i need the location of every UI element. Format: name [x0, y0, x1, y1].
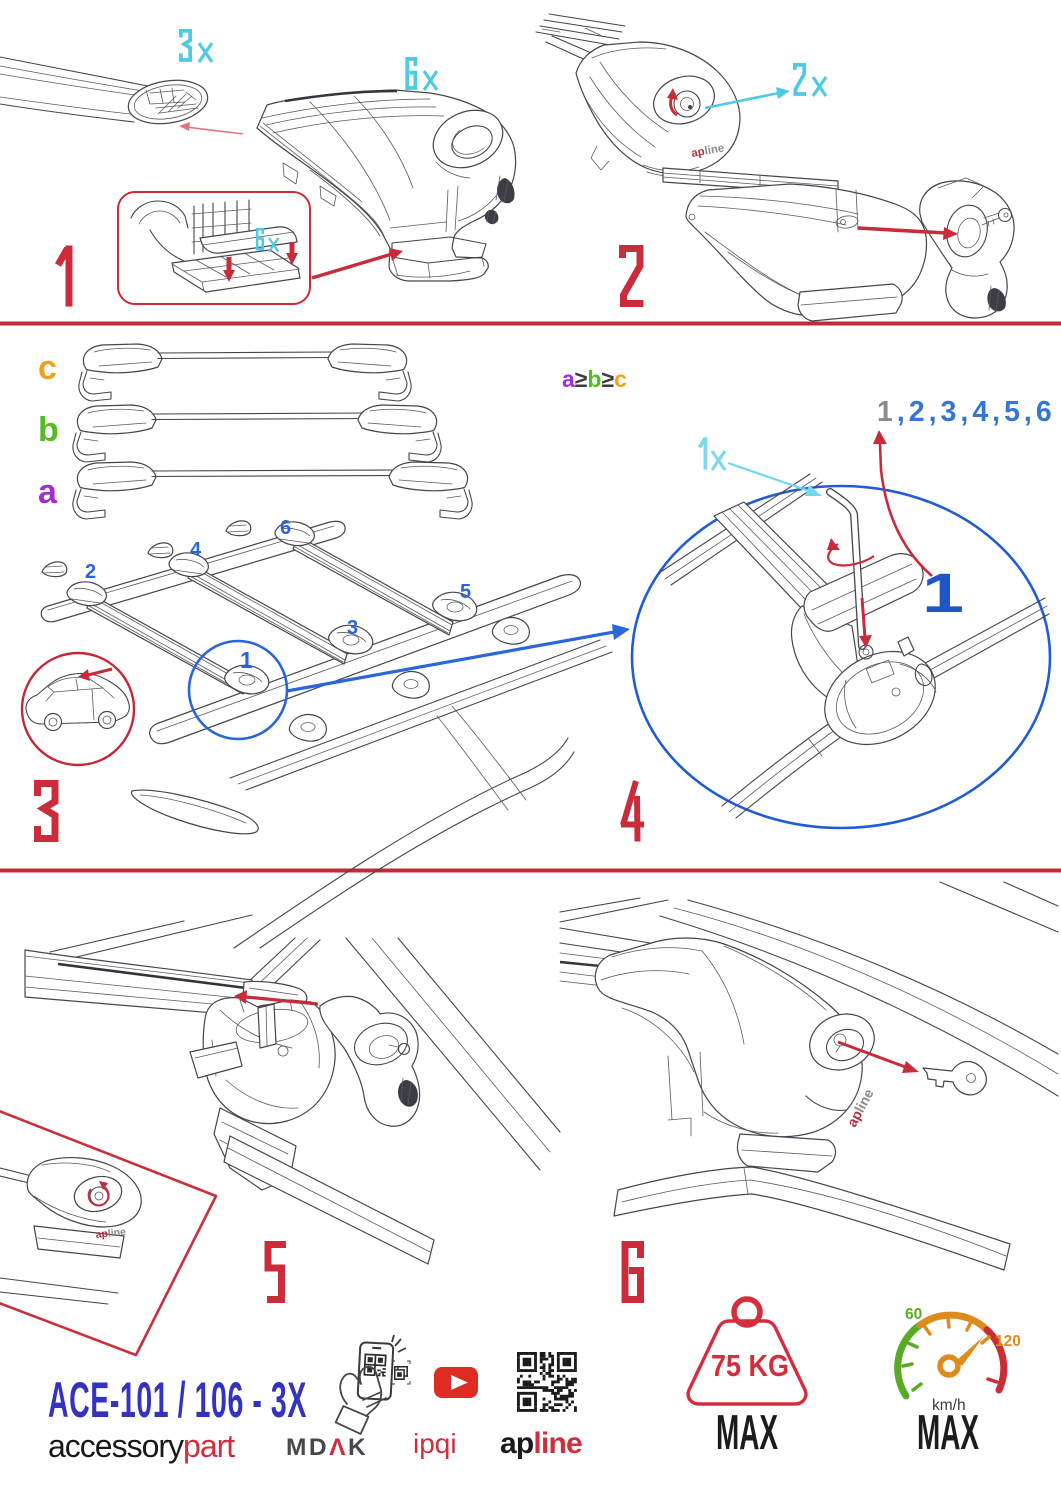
svg-text:1: 1 [240, 647, 253, 673]
svg-text:b: b [38, 411, 59, 449]
svg-text:a≥b≥c: a≥b≥c [562, 366, 627, 392]
svg-text:4: 4 [190, 539, 202, 561]
svg-text:MAX: MAX [917, 1406, 979, 1460]
svg-text:km/h: km/h [932, 1397, 966, 1414]
svg-text:ACE-101 / 106 - 3X: ACE-101 / 106 - 3X [48, 1372, 307, 1429]
svg-text:1,2,3,4,5,6: 1,2,3,4,5,6 [877, 396, 1056, 428]
svg-text:accessorypart: accessorypart [48, 1428, 235, 1464]
svg-text:a: a [38, 473, 58, 511]
svg-text:apline: apline [95, 1226, 127, 1241]
svg-text:120: 120 [995, 1333, 1021, 1350]
svg-text:60: 60 [905, 1306, 922, 1323]
svg-text:5: 5 [460, 581, 471, 603]
svg-text:1: 1 [922, 562, 964, 624]
svg-text:apline: apline [690, 142, 725, 160]
svg-text:ipqi: ipqi [413, 1428, 457, 1459]
svg-text:2: 2 [85, 561, 96, 583]
svg-text:MDΛK: MDΛK [286, 1434, 368, 1461]
svg-text:apline: apline [500, 1427, 582, 1460]
svg-text:3: 3 [347, 617, 358, 639]
svg-text:75 KG: 75 KG [711, 1349, 789, 1383]
svg-text:c: c [38, 349, 57, 387]
svg-text:6: 6 [280, 517, 291, 539]
svg-text:MAX: MAX [716, 1406, 778, 1460]
